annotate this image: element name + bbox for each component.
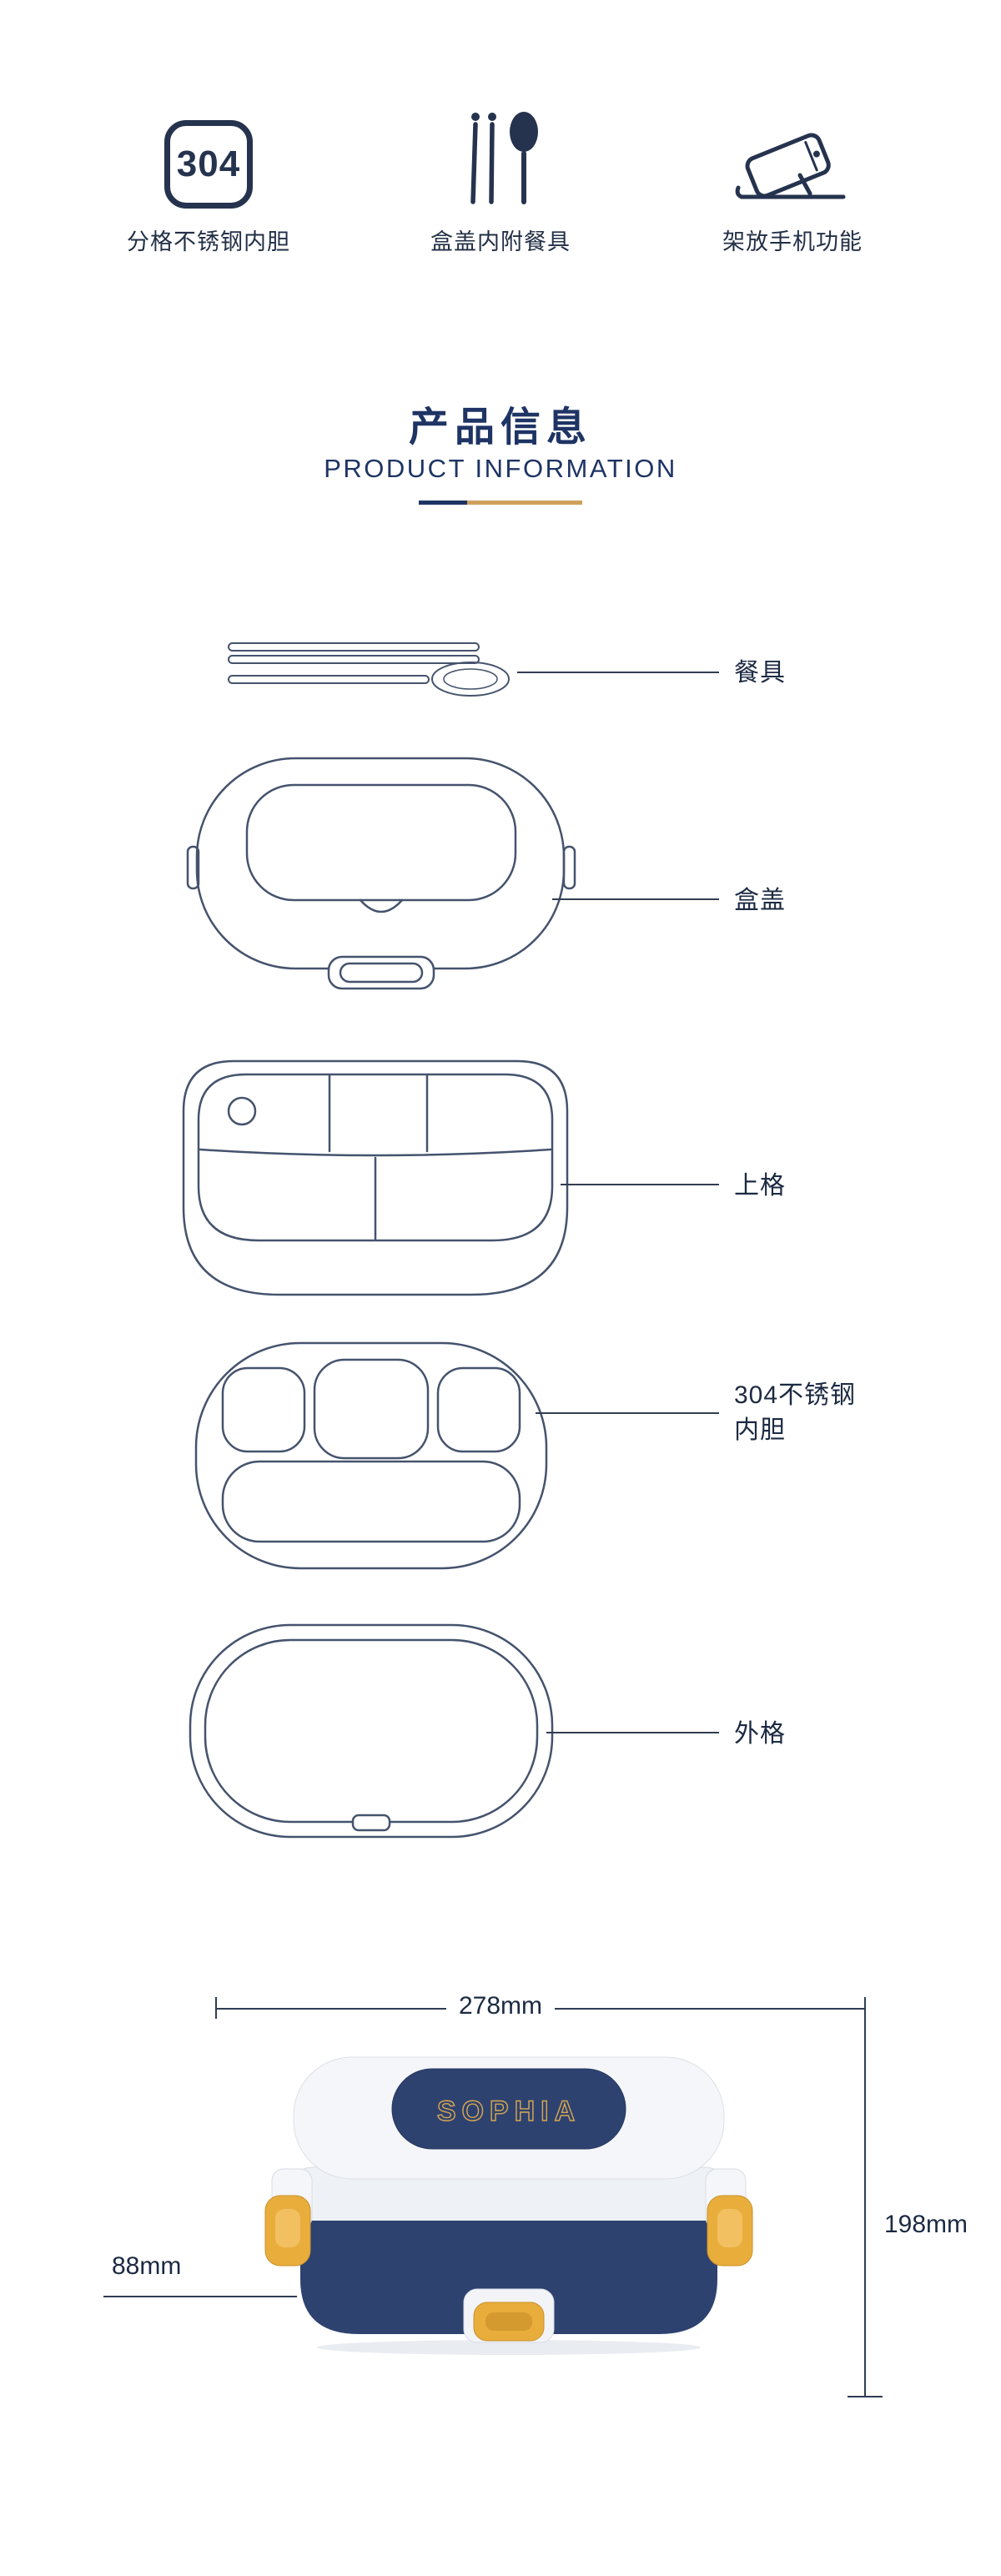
dimension-label-height: 198mm xyxy=(878,2211,975,2239)
feature-label-phone-stand: 架放手机功能 xyxy=(722,229,863,254)
chopsticks-spoon-icon xyxy=(450,98,551,209)
product-shadow xyxy=(317,2340,701,2355)
part-label-steel-liner: 304不锈钢内胆 xyxy=(734,1381,857,1444)
phone-stand-icon xyxy=(730,98,855,209)
feature-label-steel-liner: 分格不锈钢内胆 xyxy=(127,229,290,254)
lid-drawing xyxy=(186,757,576,990)
steel-304-badge-icon: 304 xyxy=(164,98,253,209)
product-lower-body xyxy=(300,2221,717,2334)
product-lid-panel xyxy=(391,2068,626,2150)
leader-line-upper-tier xyxy=(561,1184,719,1185)
steel-liner-drawing xyxy=(194,1341,548,1570)
dimension-label-width: 278mm xyxy=(446,1992,555,2020)
dimension-tick-width-left xyxy=(215,1997,217,2019)
underline-navy-segment xyxy=(419,501,467,505)
section-title: 产品信息 xyxy=(408,405,592,450)
badge-text: 304 xyxy=(176,143,241,184)
chopsticks-spoon-icon-svg xyxy=(470,112,538,204)
leader-line-outer-shell xyxy=(546,1732,719,1733)
leader-line-lid xyxy=(552,898,719,900)
phone-stand-icon-svg xyxy=(735,133,846,199)
part-label-cutlery: 餐具 xyxy=(734,659,786,687)
feature-cutlery-included: 盒盖内附餐具 xyxy=(392,98,609,256)
brand-text: SOPHIA xyxy=(437,2096,581,2127)
upper-tier-drawing xyxy=(182,1059,569,1296)
dimension-label-depth: 88mm xyxy=(105,2252,189,2281)
outer-shell-drawing xyxy=(189,1623,554,1839)
feature-phone-stand: 架放手机功能 xyxy=(684,98,901,256)
part-label-lid: 盒盖 xyxy=(734,887,786,914)
section-subtitle: PRODUCT INFORMATION xyxy=(324,454,677,483)
part-label-upper-tier: 上格 xyxy=(734,1172,786,1200)
title-underline-decoration xyxy=(419,501,582,505)
feature-steel-liner: 304 分格不锈钢内胆 xyxy=(100,98,317,256)
dimension-tick-height-bottom xyxy=(848,2396,883,2397)
product-render: SOPHIA xyxy=(264,2056,753,2355)
part-label-outer-shell: 外格 xyxy=(734,1720,786,1748)
leader-line-cutlery xyxy=(517,672,719,673)
dimension-line-depth xyxy=(103,2296,297,2297)
leader-line-steel-liner xyxy=(536,1412,719,1414)
underline-gold-segment xyxy=(467,501,582,505)
dimension-line-height xyxy=(864,2008,866,2396)
steel-304-badge: 304 xyxy=(164,120,253,209)
feature-label-cutlery: 盒盖内附餐具 xyxy=(430,229,571,254)
cutlery-drawing xyxy=(228,642,510,697)
